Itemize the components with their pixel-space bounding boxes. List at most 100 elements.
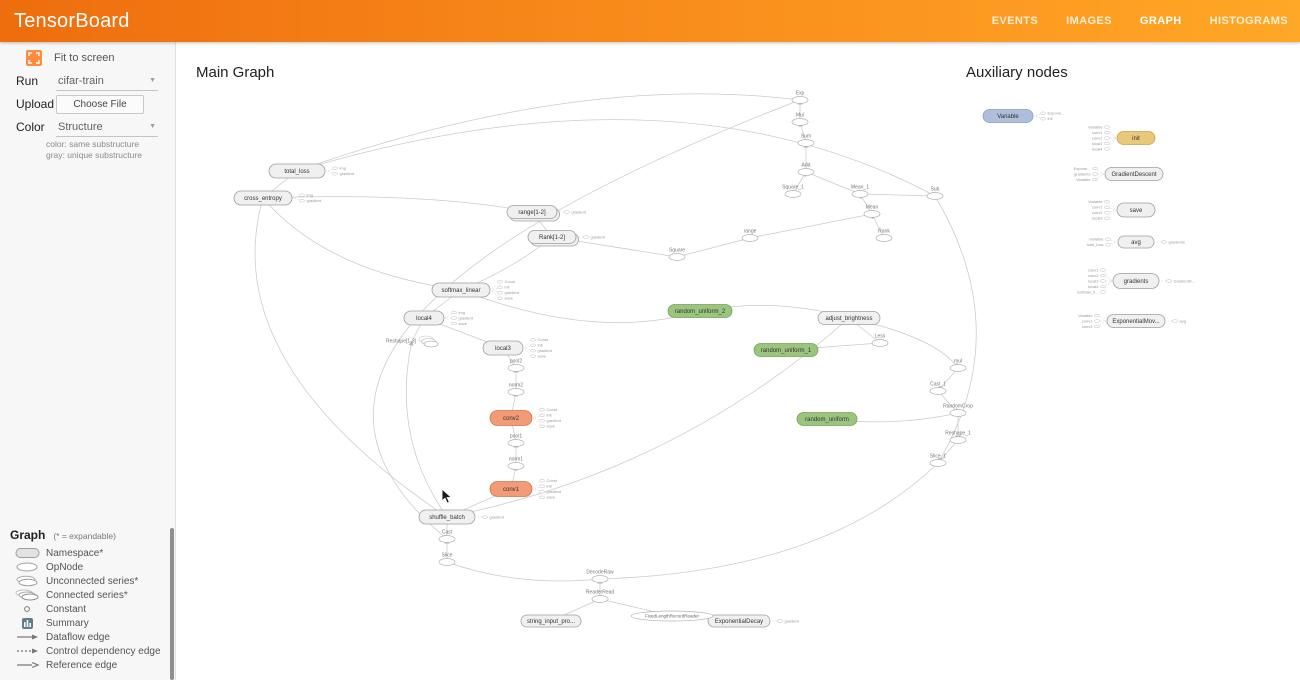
graph-node-sum_op[interactable]: Sum	[797, 134, 815, 147]
graph-node-sub_op[interactable]: Sub	[926, 187, 944, 200]
graph-legend: Graph (* = expandable) Namespace* OpNode…	[10, 528, 169, 672]
app-header: TensorBoard EVENTS IMAGES GRAPH HISTOGRA…	[0, 0, 1300, 42]
svg-text:local4: local4	[1092, 146, 1103, 151]
graph-node-norm1[interactable]: norm1	[507, 457, 525, 470]
svg-text:ReaderRead: ReaderRead	[586, 590, 615, 596]
graph-node-adjust_brightness[interactable]: adjust_brightness	[817, 311, 881, 325]
graph-node-pool1[interactable]: pool1	[507, 434, 525, 447]
chevron-down-icon: ▼	[149, 123, 156, 130]
graph-node-less_op[interactable]: Less	[871, 334, 889, 347]
svg-text:Add: Add	[802, 163, 811, 169]
svg-text:random_uniform_2: random_uniform_2	[675, 309, 726, 315]
color-select[interactable]: Structure ▼	[56, 119, 158, 137]
graph-node-rank_op[interactable]: Rank	[875, 229, 893, 242]
choose-file-button[interactable]: Choose File	[56, 95, 144, 114]
graph-node-mul2_op[interactable]: mul	[949, 359, 967, 372]
legend-item-reference-edge: Reference edge	[10, 658, 169, 672]
graph-edge	[296, 119, 936, 197]
graph-node-range_op[interactable]: range	[741, 229, 759, 242]
graph-node-reader_read[interactable]: ReaderRead	[586, 590, 615, 603]
svg-text:total_loss: total_loss	[1087, 242, 1104, 247]
graph-edge	[460, 289, 701, 323]
tab-graph[interactable]: GRAPH	[1139, 15, 1182, 27]
svg-text:conv1: conv1	[1082, 318, 1093, 323]
graph-node-random_uniform[interactable]: random_uniform	[796, 412, 858, 426]
svg-text:RandomCrop: RandomCrop	[943, 404, 973, 410]
svg-text:save: save	[505, 296, 514, 301]
svg-text:conv1: conv1	[503, 487, 520, 493]
svg-text:GradientD...: GradientD...	[1174, 278, 1196, 283]
svg-text:Reshape_1: Reshape_1	[945, 431, 971, 437]
graph-node-add_op[interactable]: Add	[797, 163, 815, 176]
graph-node-random_uniform_1[interactable]: random_uniform_1	[753, 343, 819, 357]
svg-text:gradient: gradient	[307, 198, 322, 203]
tab-histograms[interactable]: HISTOGRAMS	[1209, 15, 1288, 27]
namespace-icon	[10, 547, 46, 559]
svg-text:pool2: pool2	[510, 359, 522, 365]
tab-images[interactable]: IMAGES	[1066, 15, 1112, 27]
svg-text:Variable: Variable	[1088, 124, 1103, 129]
tab-events[interactable]: EVENTS	[991, 15, 1039, 27]
graph-node-string_input_prod[interactable]: string_input_pro...	[520, 614, 582, 628]
graph-node-random_crop[interactable]: RandomCrop	[943, 404, 973, 417]
fit-to-screen-button[interactable]: Fit to screen	[26, 50, 115, 66]
svg-text:gradient: gradient	[340, 171, 355, 176]
graph-node-reshape1_op[interactable]: Reshape_1	[945, 431, 971, 444]
legend-item-unconnected-series: Unconnected series*	[10, 574, 169, 588]
graph-edge	[405, 340, 448, 518]
sidebar-scrollbar[interactable]	[170, 528, 174, 680]
svg-text:random_uniform_1: random_uniform_1	[761, 348, 812, 354]
graph-node-square_op[interactable]: Square	[668, 248, 686, 261]
graph-node-range_1_2[interactable]: range[1-2]gradient	[506, 205, 587, 222]
svg-text:gradients: gradients	[1169, 239, 1185, 244]
svg-text:Variable: Variable	[1076, 177, 1091, 182]
graph-node-exp_op[interactable]: Exp	[791, 91, 809, 104]
graph-node-slice1_op[interactable]: Slice_1	[929, 454, 947, 467]
svg-text:Slice: Slice	[442, 553, 453, 559]
svg-text:Square_1: Square_1	[782, 185, 804, 191]
svg-text:save: save	[547, 424, 556, 429]
graph-node-reshape13[interactable]: Reshape[1-3]	[386, 335, 439, 348]
graph-node-cast1_op[interactable]: Cast_1	[929, 382, 947, 395]
svg-text:init: init	[505, 285, 511, 290]
graph-node-mul_op[interactable]: Mul	[791, 113, 809, 126]
run-select[interactable]: cifar-train ▼	[56, 73, 158, 91]
svg-text:Variable: Variable	[1078, 313, 1093, 318]
svg-text:conv2: conv2	[1082, 324, 1093, 329]
graph-node-decode_raw[interactable]: DecodeRaw	[586, 570, 614, 583]
graph-edge	[254, 197, 448, 518]
graph-node-mean1_op[interactable]: Mean_1	[851, 185, 869, 198]
graph-node-rank_1_2[interactable]: Rank[1-2]gradient	[527, 230, 606, 247]
graph-node-pool2[interactable]: pool2	[507, 359, 525, 372]
graph-node-random_uniform_2[interactable]: random_uniform_2	[667, 304, 733, 318]
graph-node-mean_op[interactable]: Mean	[863, 205, 881, 218]
graph-edge	[373, 99, 801, 540]
svg-text:gradients: gradients	[1124, 279, 1149, 285]
graph-node-norm2[interactable]: norm2	[507, 383, 525, 396]
graph-node-square1_op[interactable]: Square_1	[782, 185, 804, 198]
svg-text:Reshape[1-3]: Reshape[1-3]	[386, 339, 417, 345]
graph-node-cast_op[interactable]: Cast	[438, 530, 456, 543]
graph-node-fixed_length_reader[interactable]: FixedLengthRecordReader	[630, 610, 714, 622]
graph-node-gradient_descent_node[interactable]: GradientDescentExpone...gradientsVariabl…	[1074, 166, 1164, 182]
graph-node-slice_op[interactable]: Slice	[438, 553, 456, 566]
graph-edge	[262, 197, 462, 291]
svg-text:norm1: norm1	[509, 457, 523, 463]
